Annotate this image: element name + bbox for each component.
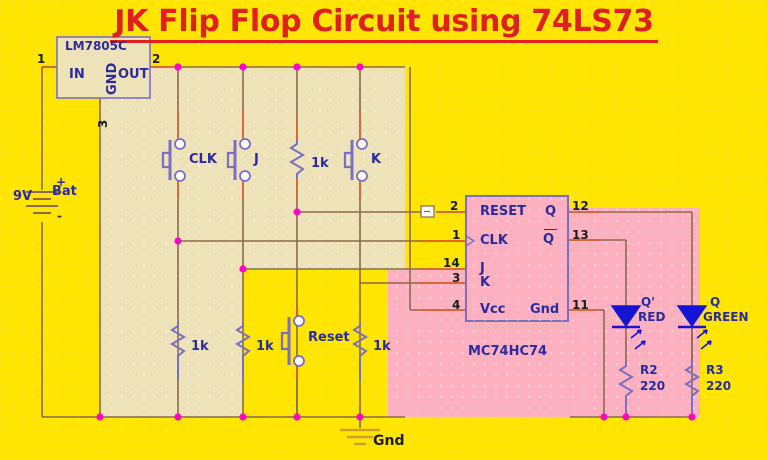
- led-green-signal-label: Q: [710, 295, 721, 309]
- ic-output-qbar-label-group: Q: [543, 229, 557, 247]
- led-green-color-label: GREEN: [703, 310, 749, 324]
- battery-minus-sign: -: [57, 209, 62, 223]
- ic-output-qbar-label: Q: [543, 232, 555, 247]
- ic-pin-number-3: 3: [452, 271, 461, 285]
- ic-input-j-label: J: [480, 261, 485, 276]
- resistor-r3-value: 220: [706, 379, 732, 393]
- pushbutton-k-label: K: [371, 152, 382, 167]
- ic-pin-number-2: 2: [450, 199, 459, 213]
- ic-pin-number-12: 12: [572, 199, 589, 213]
- regulator-name: LM7805C: [65, 39, 127, 53]
- led-red-q-bar: [610, 305, 646, 350]
- regulator-pin-in-number: 1: [37, 52, 46, 66]
- resistor-symbols: [170, 140, 700, 417]
- pushbutton-reset-label: Reset: [308, 330, 350, 345]
- regulator-pin-gnd-number: 3: [96, 119, 110, 128]
- regulator-pin-in-label: IN: [69, 67, 85, 82]
- ground-symbol: [340, 428, 380, 446]
- battery-name: Bat: [52, 184, 77, 199]
- battery-value: 9V: [13, 189, 33, 204]
- junction-dots: [96, 63, 696, 421]
- net-marker-reset: [420, 205, 435, 218]
- ic-input-k-label: K: [480, 275, 491, 290]
- battery-plus-sign: +: [56, 175, 67, 189]
- resistor-top-value: 1k: [311, 156, 329, 171]
- battery-symbol: [26, 191, 58, 214]
- ic-pin-number-11: 11: [572, 298, 589, 312]
- ground-label: Gnd: [373, 433, 405, 449]
- resistor-r3-ref: R3: [706, 363, 724, 377]
- ic-pin-number-13: 13: [572, 228, 589, 242]
- pushbutton-j[interactable]: [226, 138, 251, 182]
- ic-output-q-label: Q: [545, 204, 557, 219]
- resistor-j-value: 1k: [256, 339, 274, 354]
- regulator-lm7805c[interactable]: [56, 36, 151, 99]
- ic-input-reset-label: RESET: [480, 204, 527, 219]
- qbar-overbar: [544, 229, 557, 232]
- ic-part-name: MC74HC74: [468, 344, 548, 359]
- ic-pin-number-1: 1: [452, 228, 461, 242]
- led-green-q: [676, 305, 712, 350]
- ic-pin-number-14: 14: [443, 256, 460, 270]
- led-red-signal-label: Q': [641, 295, 655, 309]
- page-title-text: JK Flip Flop Circuit using 74LS73: [110, 4, 658, 43]
- ic-pin-number-4: 4: [452, 298, 461, 312]
- regulator-pin-gnd-label: GND: [105, 62, 120, 95]
- ic-input-clk-label: CLK: [480, 233, 508, 248]
- resistor-k-value: 1k: [373, 339, 391, 354]
- pushbutton-clk-label: CLK: [189, 152, 217, 167]
- resistor-r2-ref: R2: [640, 363, 658, 377]
- ic-mc74hc74[interactable]: [465, 195, 569, 322]
- ic-input-vcc-label: Vcc: [480, 302, 506, 317]
- page-title: JK Flip Flop Circuit using 74LS73: [0, 4, 768, 43]
- led-red-color-label: RED: [638, 310, 666, 324]
- regulator-pin-out-label: OUT: [118, 67, 149, 82]
- wire-pin-stubs: [42, 66, 600, 380]
- pushbutton-k[interactable]: [343, 138, 368, 182]
- pushbutton-j-label: J: [254, 152, 259, 167]
- pushbutton-reset[interactable]: [280, 315, 305, 367]
- resistor-clk-value: 1k: [191, 339, 209, 354]
- ic-output-gnd-label: Gnd: [530, 302, 560, 317]
- regulator-pin-out-number: 2: [152, 52, 161, 66]
- resistor-r2-value: 220: [640, 379, 666, 393]
- pushbutton-clk[interactable]: [161, 138, 186, 182]
